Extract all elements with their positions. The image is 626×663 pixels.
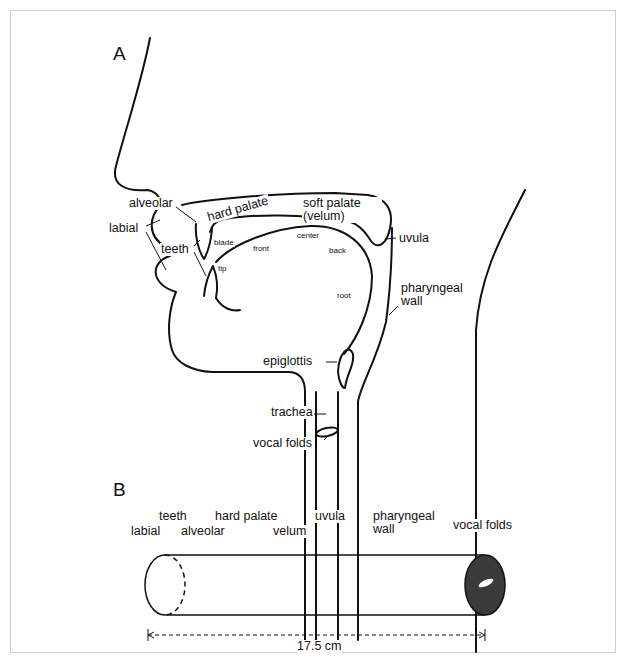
part-label: alveolar	[128, 197, 174, 210]
tube-label: alveolar	[180, 525, 226, 538]
tube-label: vocal folds	[452, 519, 513, 532]
part-label: labial	[108, 222, 139, 235]
tongue	[216, 226, 372, 354]
pharyngeal-wall-line	[358, 228, 392, 640]
palate-upper	[182, 193, 391, 245]
tongue-part-label: root	[336, 292, 352, 300]
dimension-label: 17.5 cm	[296, 640, 342, 653]
tongue-part-label: center	[296, 232, 320, 240]
leader-line	[194, 240, 206, 276]
panel-letter: B	[112, 480, 127, 500]
leader-line	[389, 306, 398, 315]
tube-model	[145, 555, 505, 641]
lower-tooth	[204, 266, 217, 298]
tongue-part-label: blade	[213, 239, 235, 247]
tube-label: pharyngeal wall	[372, 510, 440, 536]
epiglottis-shape	[338, 350, 353, 388]
part-label: pharyngeal wall	[400, 282, 472, 308]
tube-label: velum	[272, 525, 307, 538]
tube-label: uvula	[314, 510, 346, 523]
tongue-part-label: front	[252, 245, 270, 253]
part-label: uvula	[398, 232, 430, 245]
frame	[11, 11, 616, 653]
mouth-floor	[216, 298, 240, 311]
panel-letter: A	[112, 44, 127, 64]
tube-label: teeth	[158, 510, 188, 523]
tube-label: labial	[130, 525, 161, 538]
face-profile	[115, 38, 305, 640]
leader-line	[326, 362, 337, 363]
leader-line	[176, 207, 196, 222]
tongue-part-label: back	[328, 247, 347, 255]
part-label: vocal folds	[252, 437, 313, 450]
leader-line	[386, 238, 396, 239]
part-label: trachea	[270, 406, 314, 419]
part-label: epiglottis	[262, 355, 313, 368]
leader-line	[314, 414, 326, 415]
tongue-part-label: tip	[217, 265, 227, 273]
tube-label: hard palate	[214, 510, 279, 523]
leader-line	[324, 436, 328, 440]
part-label: teeth	[160, 243, 190, 256]
part-label: soft palate (velum)	[302, 197, 382, 223]
